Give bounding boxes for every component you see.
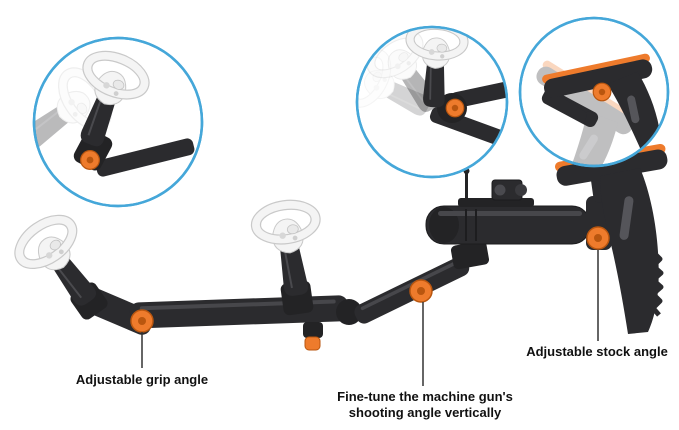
callout-grip-bubble [32,36,204,208]
stock-blade [600,168,659,334]
elbow-joint [336,299,362,325]
callout-hinge-knob [445,98,465,118]
callout-stock-bubble [518,16,670,168]
vertical-angle-knob [409,279,433,303]
callout-hinge-bubble [355,25,509,179]
callout-stock-mount [541,88,599,128]
caption-vertical-line1: Fine-tune the machine gun's [337,389,513,404]
callout-hinge-arm-upper [450,75,507,109]
barrel [425,205,591,245]
caption-stock-angle: Adjustable stock angle [526,344,668,359]
rail-screw-mount [303,322,323,338]
callout-grip-knob [80,150,100,170]
caption-grip-angle: Adjustable grip angle [75,372,209,387]
stock-angle-knob [586,226,610,250]
barrel-bracket [450,240,490,270]
caption-vertical-angle: Fine-tune the machine gun's shooting ang… [315,389,535,421]
vr-controller-front [249,196,331,300]
stock-slot [619,196,634,240]
grip-angle-knob [130,309,154,333]
callout-stock-knob [592,82,612,102]
rail-screw-orange [304,336,321,351]
callout-grip-arm [95,138,195,177]
sight [458,168,534,207]
caption-vertical-line2: shooting angle vertically [348,405,502,420]
stock-serrations [650,250,664,317]
